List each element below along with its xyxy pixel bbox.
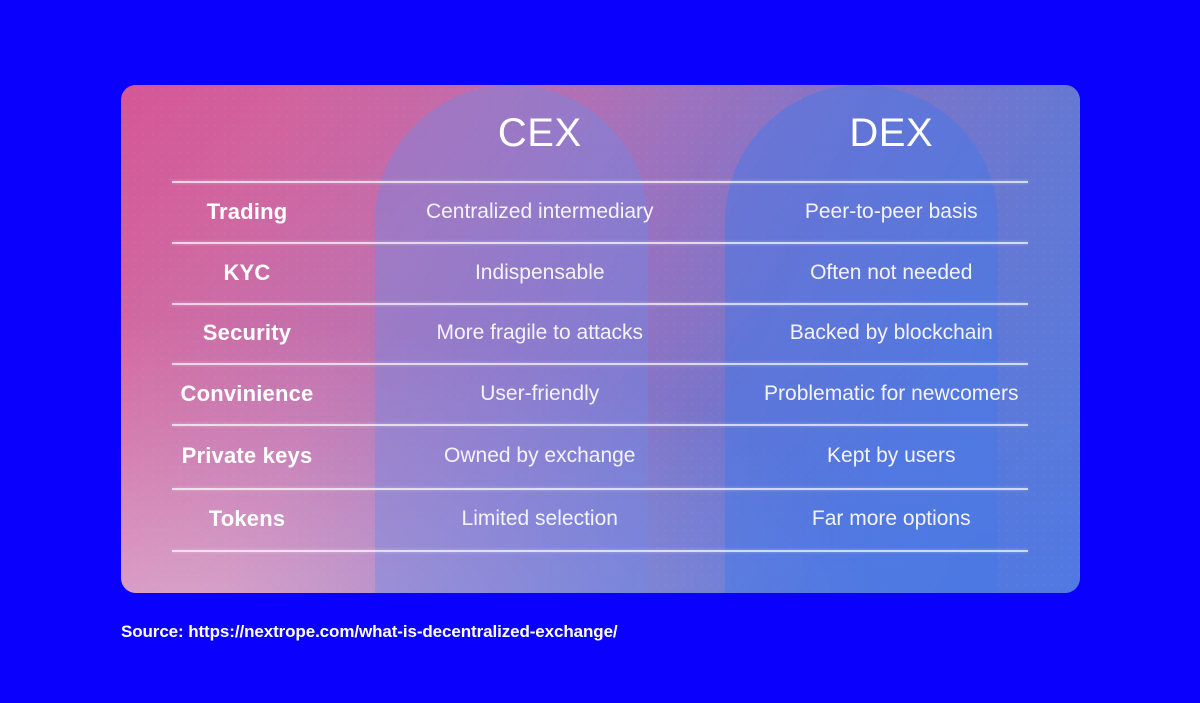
table-row: Private keys Owned by exchange Kept by u…: [121, 424, 1080, 488]
row-feature-label: Convinience: [180, 380, 314, 406]
table-row: Tokens Limited selection Far more option…: [121, 488, 1080, 550]
table-body: Trading Centralized intermediary Peer-to…: [121, 181, 1080, 552]
row-cex-value: Limited selection: [461, 507, 618, 530]
table-row: Convinience User-friendly Problematic fo…: [121, 363, 1080, 424]
row-dex-value: Backed by blockchain: [789, 321, 993, 344]
table-header-row: CEX DEX: [121, 85, 1080, 181]
row-cex-value: Centralized intermediary: [425, 199, 654, 223]
header-dex: DEX: [849, 111, 934, 155]
row-dex-value: Kept by users: [827, 444, 956, 467]
row-cex-value: Indispensable: [474, 260, 605, 284]
header-cex: CEX: [497, 111, 582, 155]
row-feature-label: Private keys: [181, 443, 313, 468]
row-cex-value: More fragile to attacks: [436, 321, 644, 344]
table-row: Security More fragile to attacks Backed …: [121, 303, 1080, 363]
row-dex-value: Often not needed: [810, 260, 973, 284]
row-feature-label: Trading: [206, 198, 288, 224]
row-feature-label: Tokens: [208, 506, 286, 531]
row-dex-value: Peer-to-peer basis: [804, 199, 978, 223]
comparison-table: CEX DEX Trading Centralized intermediary…: [121, 85, 1080, 593]
row-feature-label: Security: [202, 320, 292, 345]
row-cex-value: User-friendly: [480, 381, 600, 405]
row-dex-value: Far more options: [811, 507, 971, 530]
row-cex-value: Owned by exchange: [444, 444, 636, 467]
table-row: KYC Indispensable Often not needed: [121, 242, 1080, 303]
table-row: Trading Centralized intermediary Peer-to…: [121, 181, 1080, 242]
row-feature-label: KYC: [223, 259, 271, 285]
source-attribution: Source: https://nextrope.com/what-is-dec…: [121, 622, 618, 641]
comparison-card: CEX DEX Trading Centralized intermediary…: [121, 85, 1080, 593]
row-dex-value: Problematic for newcomers: [764, 381, 1019, 405]
